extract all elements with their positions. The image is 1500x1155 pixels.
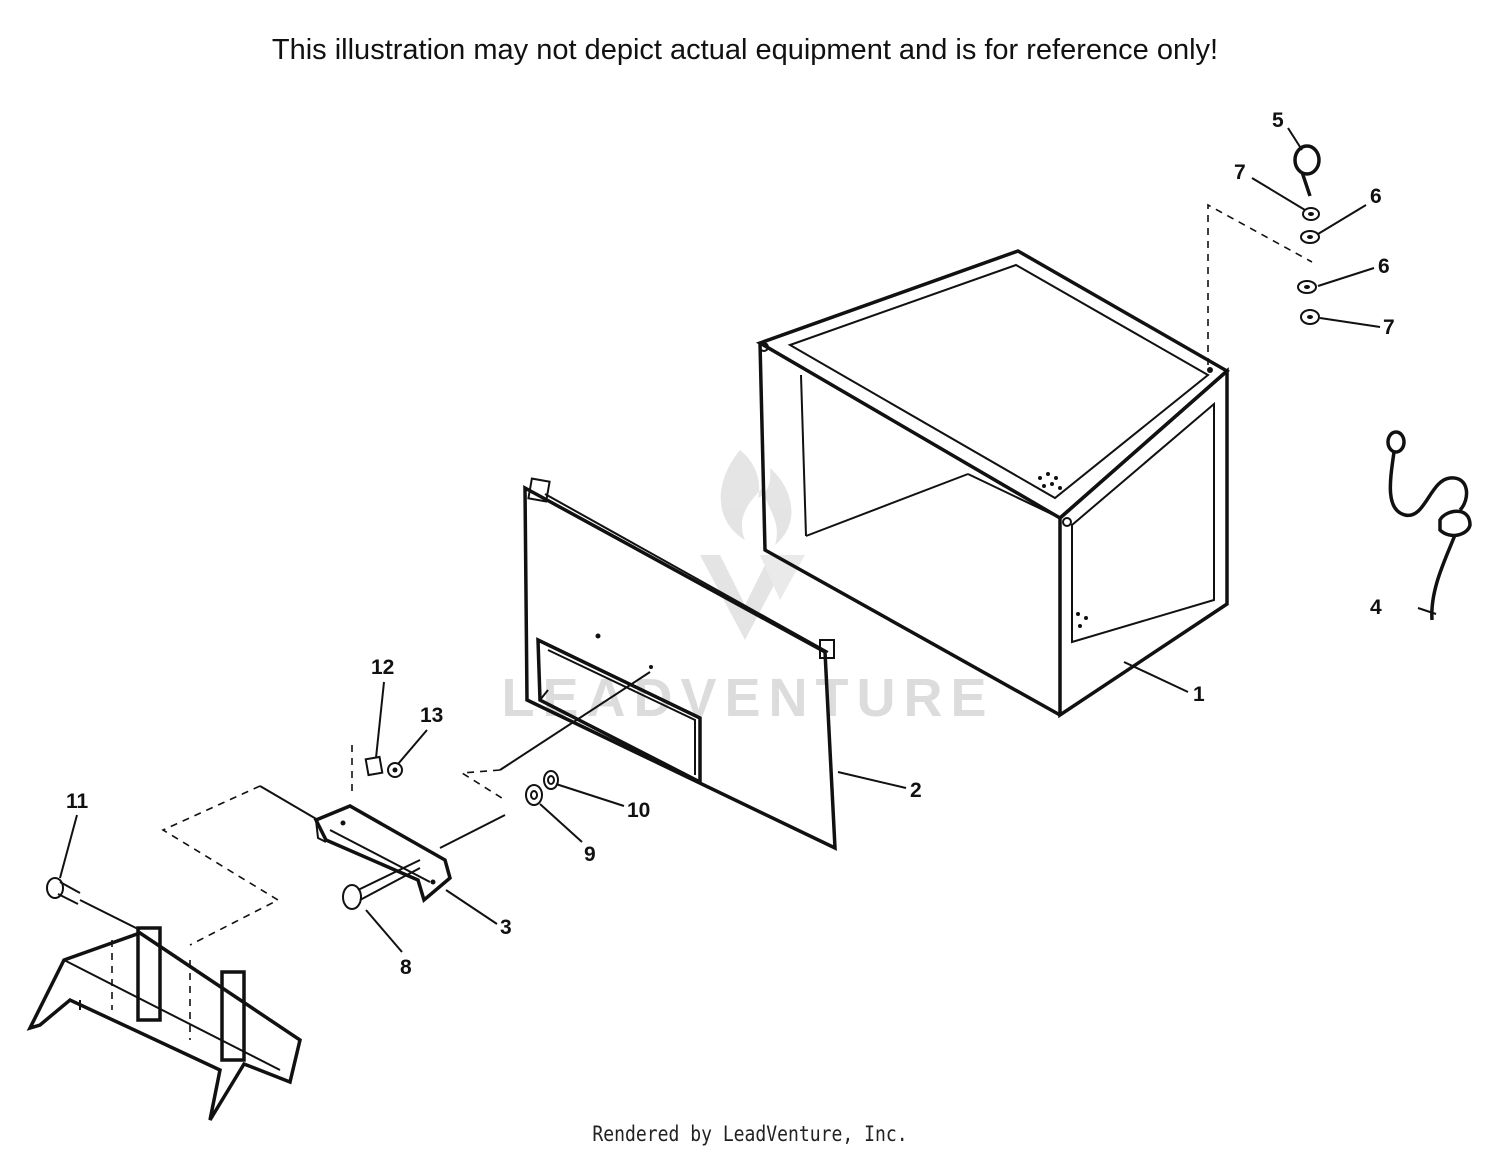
mount-frame: [26, 926, 302, 1121]
part-10-nut: [543, 770, 559, 790]
callout-6-lower: 6: [1378, 255, 1390, 278]
callout-7-upper: 7: [1234, 161, 1246, 184]
part-8-bolt: [342, 859, 421, 910]
callout-13: 13: [420, 704, 443, 727]
disclaimer-text: This illustration may not depict actual …: [271, 34, 1219, 66]
part-13-nut: [387, 762, 403, 778]
part-6-washer-upper: [1300, 230, 1320, 244]
part-1-housing: [755, 249, 1230, 719]
watermark: LEADVENTURE: [501, 450, 994, 728]
callout-5: 5: [1272, 109, 1284, 132]
callout-1: 1: [1193, 683, 1205, 706]
leader-lines: [59, 127, 1437, 953]
callout-4: 4: [1370, 596, 1382, 619]
callout-11: 11: [66, 790, 89, 813]
callout-8: 8: [400, 956, 412, 979]
callout-7-lower: 7: [1383, 316, 1395, 339]
assembly-lines: [79, 203, 1313, 946]
part-11-bolt: [46, 877, 81, 905]
callout-6-upper: 6: [1370, 185, 1382, 208]
part-9-washer: [525, 784, 543, 806]
part-3-bracket: [313, 804, 452, 904]
part-12-clip: [364, 755, 384, 777]
callout-2: 2: [910, 779, 922, 802]
part-5-eyebolt: [1293, 144, 1321, 197]
callout-12: 12: [371, 656, 394, 679]
watermark-text: LEADVENTURE: [501, 668, 994, 728]
part-7-nut-upper: [1302, 207, 1320, 221]
part-7-nut-lower: [1300, 309, 1320, 325]
callout-10: 10: [627, 799, 650, 822]
callout-3: 3: [500, 916, 512, 939]
part-4-cable: [1386, 430, 1472, 621]
part-6-washer-lower: [1297, 280, 1317, 294]
part-2-panel: [523, 477, 837, 851]
callout-labels: 1 2 3 4 5 6 6 7 7 8 9 10 11 12 13: [66, 109, 1395, 979]
callout-9: 9: [584, 843, 596, 866]
footer-rendered-by: Rendered by LeadVenture, Inc.: [592, 1122, 908, 1146]
